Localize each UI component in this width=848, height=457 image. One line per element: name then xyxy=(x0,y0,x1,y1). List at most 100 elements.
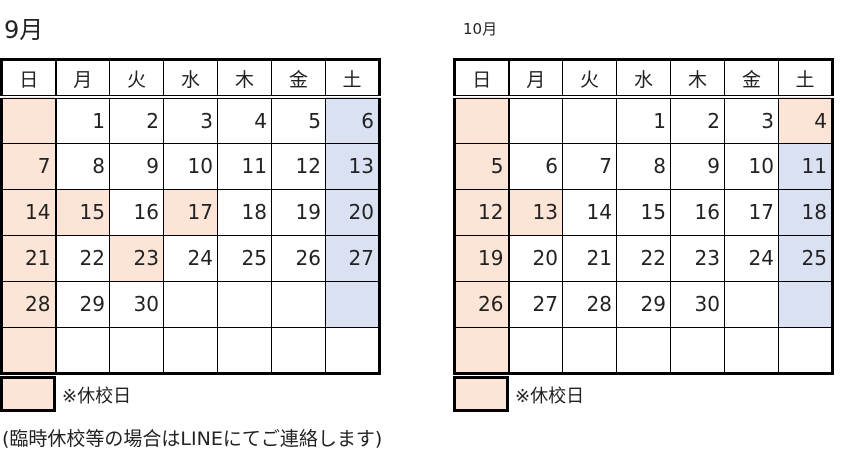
day-cell: 20 xyxy=(325,188,380,236)
day-cell: 5 xyxy=(271,96,326,144)
day-cell xyxy=(454,96,510,144)
day-cell: 11 xyxy=(217,142,272,190)
day-cell: 18 xyxy=(778,188,833,236)
weekday-label: 木 xyxy=(670,59,725,99)
day-cell xyxy=(724,326,779,374)
day-cell xyxy=(670,326,725,374)
day-cell: 13 xyxy=(508,188,563,236)
day-cell: 14 xyxy=(562,188,617,236)
day-cell: 21 xyxy=(1,234,57,282)
day-cell: 15 xyxy=(55,188,110,236)
day-cell: 16 xyxy=(109,188,164,236)
weekday-label: 火 xyxy=(109,59,164,99)
day-cell: 2 xyxy=(109,96,164,144)
weekday-label: 金 xyxy=(724,59,779,99)
weekday-label: 日 xyxy=(1,59,57,99)
day-cell: 17 xyxy=(163,188,218,236)
holiday-legend-label: ※休校日 xyxy=(62,386,132,407)
day-cell: 24 xyxy=(163,234,218,282)
day-cell: 12 xyxy=(271,142,326,190)
day-cell xyxy=(55,326,110,374)
day-cell xyxy=(109,326,164,374)
day-cell xyxy=(163,326,218,374)
day-cell: 1 xyxy=(616,96,671,144)
weekday-label: 金 xyxy=(271,59,326,99)
weekday-label: 水 xyxy=(616,59,671,99)
week-row xyxy=(1,326,380,374)
day-cell: 4 xyxy=(217,96,272,144)
weekday-header: 日月火水木金土 xyxy=(1,59,380,99)
day-cell: 24 xyxy=(724,234,779,282)
day-cell: 25 xyxy=(217,234,272,282)
day-cell xyxy=(778,280,833,328)
day-cell: 19 xyxy=(271,188,326,236)
day-cell: 21 xyxy=(562,234,617,282)
day-cell: 9 xyxy=(109,142,164,190)
day-cell xyxy=(562,96,617,144)
week-row xyxy=(454,326,833,374)
day-cell: 3 xyxy=(163,96,218,144)
day-cell: 15 xyxy=(616,188,671,236)
day-cell xyxy=(325,326,380,374)
day-cell xyxy=(217,326,272,374)
day-cell: 22 xyxy=(616,234,671,282)
weekday-label: 月 xyxy=(55,59,110,99)
day-cell: 26 xyxy=(454,280,510,328)
day-cell xyxy=(778,326,833,374)
day-cell: 25 xyxy=(778,234,833,282)
day-cell: 8 xyxy=(55,142,110,190)
weekday-label: 水 xyxy=(163,59,218,99)
weekday-label: 火 xyxy=(562,59,617,99)
day-cell: 8 xyxy=(616,142,671,190)
day-cell: 5 xyxy=(454,142,510,190)
weekday-label: 土 xyxy=(325,59,380,99)
day-cell: 30 xyxy=(670,280,725,328)
weekday-label: 土 xyxy=(778,59,833,99)
day-cell xyxy=(454,326,510,374)
day-cell xyxy=(325,280,380,328)
day-cell: 1 xyxy=(55,96,110,144)
day-cell: 20 xyxy=(508,234,563,282)
day-cell: 6 xyxy=(508,142,563,190)
weekday-label: 月 xyxy=(508,59,563,99)
holiday-legend-label: ※休校日 xyxy=(515,386,585,407)
day-cell: 30 xyxy=(109,280,164,328)
day-cell xyxy=(508,326,563,374)
september-title: 9月 xyxy=(4,16,44,44)
day-cell: 2 xyxy=(670,96,725,144)
day-cell: 10 xyxy=(724,142,779,190)
day-cell: 23 xyxy=(109,234,164,282)
day-cell xyxy=(271,280,326,328)
day-cell: 22 xyxy=(55,234,110,282)
day-cell xyxy=(616,326,671,374)
day-cell: 28 xyxy=(1,280,57,328)
weekday-header: 日月火水木金土 xyxy=(454,59,833,99)
day-cell xyxy=(724,280,779,328)
day-cell: 12 xyxy=(454,188,510,236)
day-cell: 11 xyxy=(778,142,833,190)
day-cell xyxy=(217,280,272,328)
day-cell: 6 xyxy=(325,96,380,144)
holiday-legend-swatch xyxy=(0,376,56,412)
day-cell: 17 xyxy=(724,188,779,236)
day-cell: 29 xyxy=(55,280,110,328)
day-cell: 16 xyxy=(670,188,725,236)
day-cell: 29 xyxy=(616,280,671,328)
day-cell: 26 xyxy=(271,234,326,282)
day-cell: 3 xyxy=(724,96,779,144)
day-cell: 13 xyxy=(325,142,380,190)
day-cell: 19 xyxy=(454,234,510,282)
day-cell xyxy=(1,326,57,374)
weekday-label: 木 xyxy=(217,59,272,99)
day-cell: 7 xyxy=(562,142,617,190)
